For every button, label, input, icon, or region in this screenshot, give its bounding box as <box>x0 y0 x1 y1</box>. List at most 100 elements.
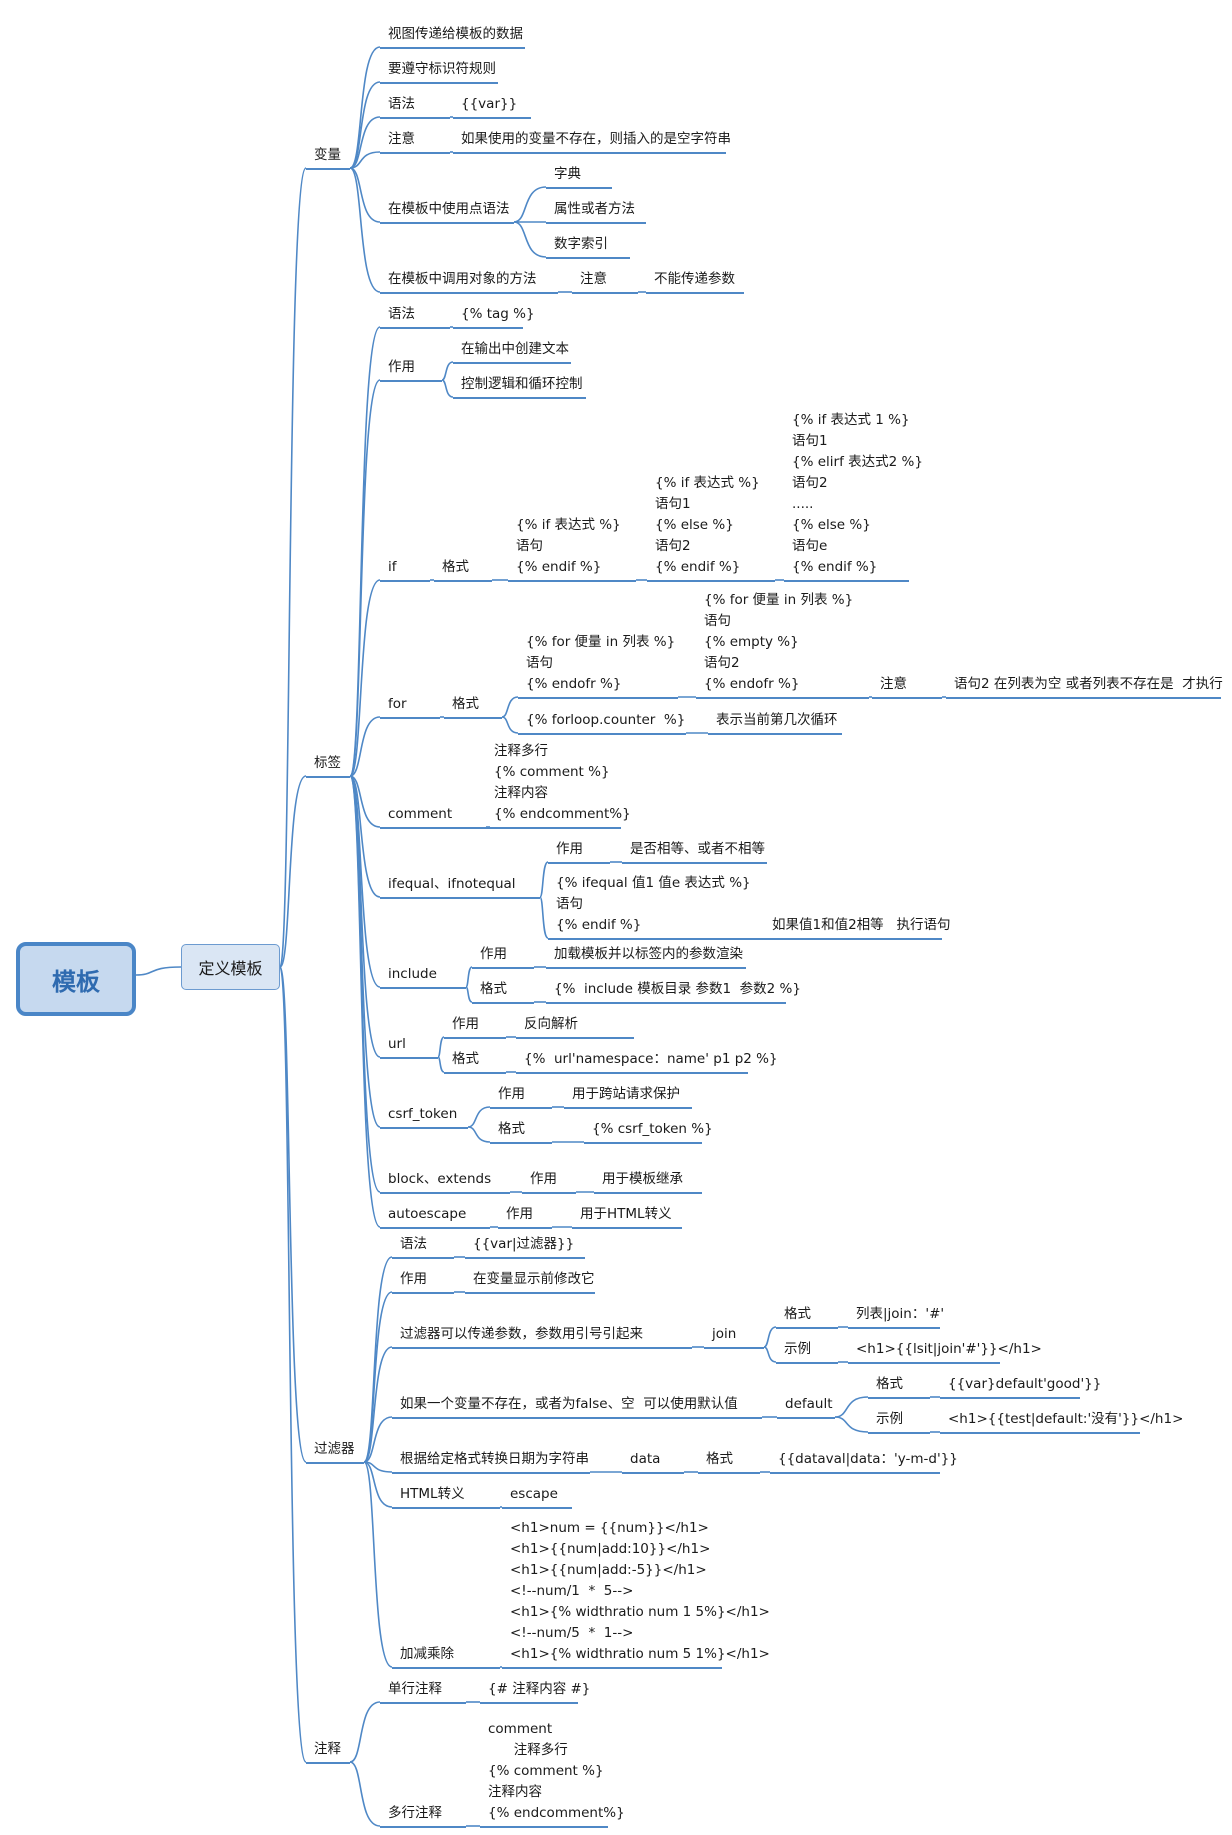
filter-node[interactable]: {{var|过滤器}} <box>473 1236 575 1252</box>
tag-node[interactable]: include <box>388 966 437 982</box>
comment-node[interactable]: 多行注释 <box>388 1805 442 1821</box>
tag-node[interactable]: {% forloop.counter %} <box>526 712 686 728</box>
tag-node[interactable]: 格式 <box>452 696 479 712</box>
tag-node[interactable]: ifequal、ifnotequal <box>388 876 516 892</box>
tag-node[interactable]: 用于HTML转义 <box>580 1206 672 1222</box>
filter-node[interactable]: HTML转义 <box>400 1486 465 1502</box>
branch-variables[interactable]: 变量 <box>314 147 341 163</box>
tag-node[interactable]: {% url'namespace：name' p1 p2 %} <box>524 1051 778 1067</box>
filter-node[interactable]: 格式 <box>706 1451 733 1467</box>
tag-node[interactable]: block、extends <box>388 1171 492 1187</box>
tag-node[interactable]: if <box>388 559 397 575</box>
filter-node[interactable]: 格式 <box>784 1306 811 1322</box>
filter-node[interactable]: <h1>{{lsit|join'#'}}</h1> <box>856 1341 1042 1357</box>
root-node[interactable]: 模板 <box>16 942 136 1016</box>
tag-node[interactable]: autoescape <box>388 1206 467 1222</box>
node-underline <box>453 152 726 154</box>
tag-node[interactable]: 加载模板并以标签内的参数渲染 <box>554 946 743 962</box>
var-node[interactable]: 属性或者方法 <box>554 201 635 217</box>
tag-node[interactable]: url <box>388 1036 406 1052</box>
node-underline <box>940 1432 1140 1434</box>
tag-node[interactable]: {% for 便量 in 列表 %} 语句 {% endofr %} <box>526 634 676 692</box>
filter-node[interactable]: <h1>num = {{num}}</h1> <h1>{{num|add:10}… <box>510 1520 770 1662</box>
branch-comments[interactable]: 注释 <box>314 1741 341 1757</box>
tag-node[interactable]: {% ifequal 值1 值e 表达式 %} 语句 {% endif %} <box>556 875 751 933</box>
tag-node[interactable]: {% for 便量 in 列表 %} 语句 {% empty %} 语句2 {%… <box>704 592 854 692</box>
var-node[interactable]: 在模板中使用点语法 <box>388 201 510 217</box>
tag-node[interactable]: 控制逻辑和循环控制 <box>461 376 583 392</box>
filter-node[interactable]: 加减乘除 <box>400 1646 454 1662</box>
tag-node[interactable]: 作用 <box>452 1016 479 1032</box>
var-node[interactable]: 数字索引 <box>554 236 608 252</box>
tag-node[interactable]: {% csrf_token %} <box>592 1121 713 1137</box>
var-node[interactable]: 视图传递给模板的数据 <box>388 26 523 42</box>
node-underline <box>380 1826 466 1828</box>
tag-node[interactable]: 是否相等、或者不相等 <box>630 841 765 857</box>
tag-node[interactable]: 用于模板继承 <box>602 1171 683 1187</box>
filter-node[interactable]: 过滤器可以传递参数，参数用引号引起来 <box>400 1326 643 1342</box>
var-node[interactable]: 字典 <box>554 166 581 182</box>
connector-line <box>465 966 473 988</box>
branch-tags[interactable]: 标签 <box>314 755 341 771</box>
branch-filters[interactable]: 过滤器 <box>314 1441 355 1457</box>
filter-node[interactable]: 在变量显示前修改它 <box>473 1271 595 1287</box>
var-node[interactable]: {{var}} <box>461 96 518 112</box>
var-node[interactable]: 在模板中调用对象的方法 <box>388 271 537 287</box>
filter-node[interactable]: 示例 <box>876 1411 903 1427</box>
tag-node[interactable]: 作用 <box>506 1206 533 1222</box>
tag-node[interactable]: 格式 <box>442 559 469 575</box>
tag-node[interactable]: 格式 <box>452 1051 479 1067</box>
filter-node[interactable]: data <box>630 1451 661 1467</box>
tag-node[interactable]: 在输出中创建文本 <box>461 341 569 357</box>
tag-node[interactable]: 格式 <box>480 981 507 997</box>
tag-node[interactable]: csrf_token <box>388 1106 458 1122</box>
var-node[interactable]: 要遵守标识符规则 <box>388 61 496 77</box>
filter-node[interactable]: {{var}default'good'}} <box>948 1376 1102 1392</box>
var-node[interactable]: 注意 <box>580 271 607 287</box>
filter-node[interactable]: 示例 <box>784 1341 811 1357</box>
filter-node[interactable]: join <box>712 1326 737 1342</box>
tag-node[interactable]: {% include 模板目录 参数1 参数2 %} <box>554 981 801 997</box>
tag-node[interactable]: {% if 表达式 %} 语句1 {% else %} 语句2 {% endif… <box>655 475 760 575</box>
comment-node[interactable]: 单行注释 <box>388 1681 442 1697</box>
comment-node[interactable]: comment 注释多行 {% comment %} 注释内容 {% endco… <box>488 1721 625 1821</box>
var-node[interactable]: 注意 <box>388 131 415 147</box>
tag-node[interactable]: 反向解析 <box>524 1016 578 1032</box>
tag-node[interactable]: 作用 <box>388 359 415 375</box>
filter-node[interactable]: 格式 <box>876 1376 903 1392</box>
filter-node[interactable]: {{dataval|data：'y-m-d'}} <box>778 1451 958 1467</box>
tag-node[interactable]: 作用 <box>480 946 507 962</box>
var-node[interactable]: 语法 <box>388 96 415 112</box>
tag-node[interactable]: {% tag %} <box>461 306 535 322</box>
node-underline <box>306 1462 364 1464</box>
node-underline <box>502 1507 572 1509</box>
var-node[interactable]: 如果使用的变量不存在，则插入的是空字符串 <box>461 131 731 147</box>
filter-node[interactable]: 如果一个变量不存在，或者为false、空 可以使用默认值 <box>400 1396 738 1412</box>
filter-node[interactable]: 根据给定格式转换日期为字符串 <box>400 1451 589 1467</box>
tag-node[interactable]: 作用 <box>530 1171 557 1187</box>
tag-node[interactable]: 用于跨站请求保护 <box>572 1086 680 1102</box>
filter-node[interactable]: escape <box>510 1486 558 1502</box>
tag-node[interactable]: 注意 <box>880 676 907 692</box>
filter-node[interactable]: 作用 <box>400 1271 427 1287</box>
tag-node[interactable]: 语法 <box>388 306 415 322</box>
tag-node[interactable]: 作用 <box>556 841 583 857</box>
filter-node[interactable]: 语法 <box>400 1236 427 1252</box>
filter-node[interactable]: default <box>785 1396 833 1412</box>
tag-node[interactable]: 语句2 在列表为空 或者列表不存在是 才执行 <box>954 676 1223 692</box>
define-template-node[interactable]: 定义模板 <box>181 944 280 990</box>
tag-node[interactable]: 作用 <box>498 1086 525 1102</box>
tag-node[interactable]: for <box>388 696 407 712</box>
tag-node[interactable]: comment <box>388 806 453 822</box>
tag-node[interactable]: 如果值1和值2相等 执行语句 <box>772 917 951 933</box>
tag-node[interactable]: {% if 表达式 %} 语句 {% endif %} <box>516 517 621 575</box>
filter-node[interactable]: <h1>{{test|default:'没有'}}</h1> <box>948 1411 1184 1427</box>
node-underline <box>622 862 767 864</box>
var-node[interactable]: 不能传递参数 <box>654 271 735 287</box>
tag-node[interactable]: 表示当前第几次循环 <box>716 712 838 728</box>
filter-node[interactable]: 列表|join：'#' <box>856 1306 945 1322</box>
tag-node[interactable]: 格式 <box>498 1121 525 1137</box>
tag-node[interactable]: 注释多行 {% comment %} 注释内容 {% endcomment%} <box>494 743 631 822</box>
tag-node[interactable]: {% if 表达式 1 %} 语句1 {% elirf 表达式2 %} 语句2 … <box>792 412 923 575</box>
comment-node[interactable]: {# 注释内容 #} <box>488 1681 591 1697</box>
